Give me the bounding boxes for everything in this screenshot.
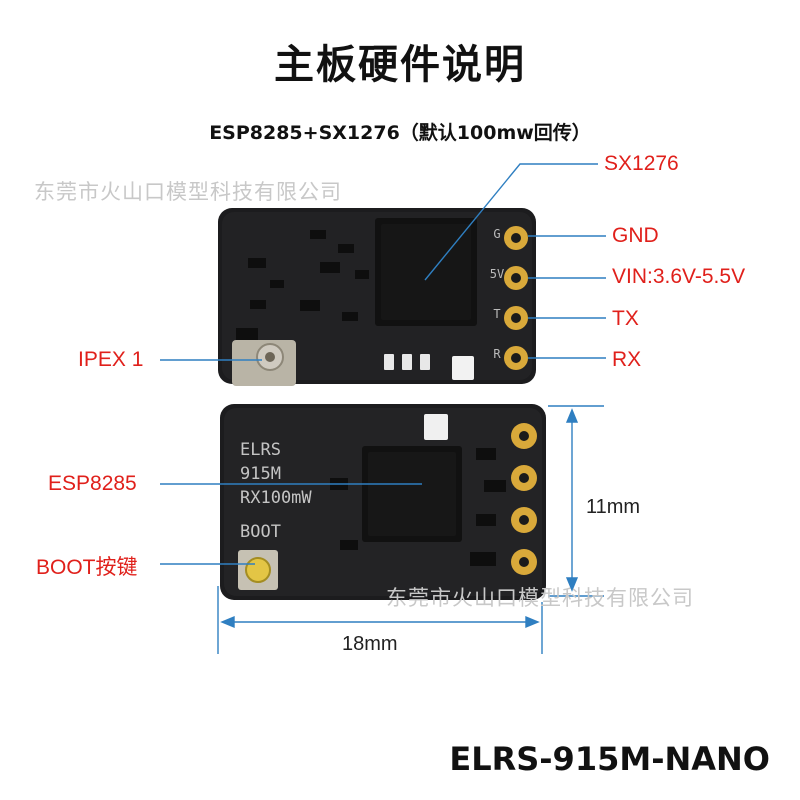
silkscreen-board-text: ELRS 915M RX100mW BOOT [240, 438, 312, 544]
ipex-connector [232, 340, 296, 386]
silk-g: G [493, 227, 501, 241]
label-vin: VIN:3.6V-5.5V [612, 265, 746, 288]
dimension-width-label: 18mm [342, 633, 398, 655]
silk-r: R [493, 347, 501, 361]
page-title: 主板硬件说明 [274, 42, 526, 88]
label-boot-key: BOOT按键 [36, 556, 138, 579]
bottom-board [220, 404, 546, 600]
bottom-pads [511, 423, 537, 575]
silk-elrs: ELRS [240, 440, 281, 460]
label-tx: TX [612, 307, 639, 330]
label-ipex: IPEX 1 [78, 348, 144, 371]
label-gnd: GND [612, 224, 659, 247]
silk-915m: 915M [240, 464, 281, 484]
top-board [218, 208, 536, 386]
watermark-top: 东莞市火山口模型科技有限公司 [34, 180, 342, 204]
silkscreen-pins: G 5V T R [488, 214, 506, 374]
silk-5v: 5V [489, 267, 505, 281]
silk-t: T [493, 307, 501, 321]
page-subtitle: ESP8285+SX1276（默认100mw回传） [209, 122, 591, 144]
model-name: ELRS-915M-NANO [449, 740, 770, 778]
boot-button [238, 550, 278, 590]
silk-boot: BOOT [240, 522, 281, 542]
silk-rx100mw: RX100mW [240, 488, 312, 508]
label-rx: RX [612, 348, 642, 371]
watermark-bottom: 东莞市火山口模型科技有限公司 [386, 586, 694, 610]
label-esp8285: ESP8285 [48, 472, 137, 495]
leader-lines [160, 163, 606, 565]
dimension-lines [217, 405, 604, 654]
label-sx1276: SX1276 [604, 152, 679, 175]
top-pads [504, 226, 528, 370]
dimension-height-label: 11mm [586, 496, 641, 518]
